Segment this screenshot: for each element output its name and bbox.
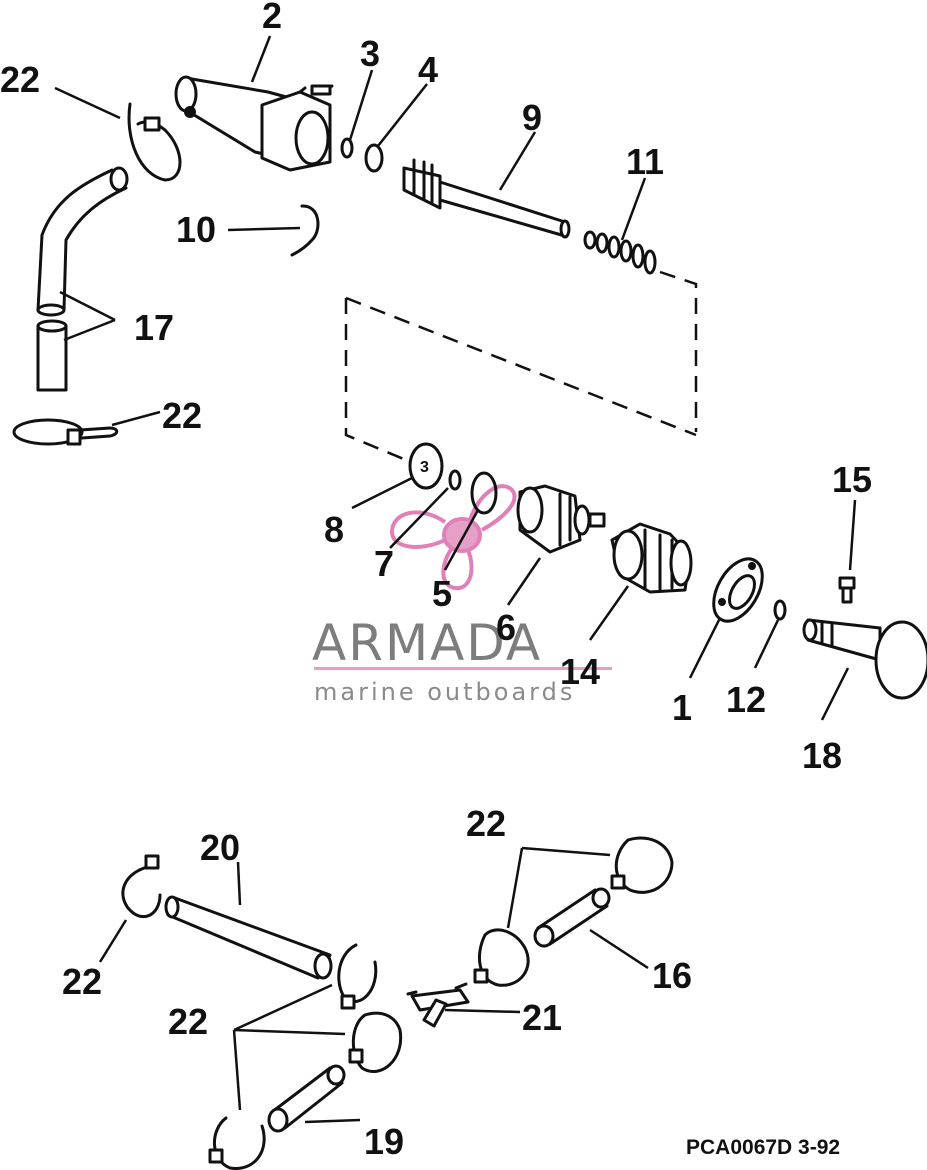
part-6-fitting <box>516 484 606 554</box>
part-22-clamp-c <box>348 1011 403 1074</box>
label-19: 19 <box>364 1121 404 1162</box>
part-11-spring <box>583 230 657 275</box>
label-22-left: 22 <box>62 961 102 1002</box>
drawing-reference: PCA0067D 3-92 <box>686 1136 840 1159</box>
brand-name: ARMADA <box>312 614 542 672</box>
part-16-hose <box>533 887 611 948</box>
label-22-right: 22 <box>466 803 506 844</box>
part-3-o-ring <box>340 137 354 159</box>
label-15: 15 <box>832 459 872 500</box>
label-22-bottom: 22 <box>168 1001 208 1042</box>
part-9-shaft <box>402 158 571 239</box>
label-14: 14 <box>560 651 600 692</box>
label-5: 5 <box>432 573 452 614</box>
label-22-mid: 22 <box>162 395 202 436</box>
leader-lines <box>54 35 857 1124</box>
part-15-screw <box>838 576 856 604</box>
label-17: 17 <box>134 307 174 348</box>
part-labels: 2 3 4 9 11 22 10 17 22 15 8 7 5 6 14 1 1… <box>0 0 872 1162</box>
label-9: 9 <box>522 97 542 138</box>
part-10-clip <box>290 204 320 257</box>
label-2: 2 <box>262 0 282 36</box>
part-8-washer: 3 <box>408 442 444 490</box>
label-7: 7 <box>374 543 394 584</box>
label-18: 18 <box>802 735 842 776</box>
brand-underline <box>314 667 612 670</box>
part-4-ring <box>364 143 384 173</box>
brand-tagline: marine outboards <box>314 678 575 706</box>
part-2-housing <box>174 75 334 172</box>
label-8: 8 <box>324 509 344 550</box>
part-17-hoses <box>36 166 129 392</box>
part-22-clamp-lower <box>12 418 119 446</box>
armada-watermark: ARMADA marine outboards <box>312 484 612 706</box>
part-14-nut <box>610 522 693 594</box>
part-22-clamp-b <box>337 943 378 1010</box>
part-18-knob <box>802 618 927 700</box>
label-21: 21 <box>522 997 562 1038</box>
label-3: 3 <box>360 33 380 74</box>
svg-text:3: 3 <box>420 459 429 476</box>
part-20-hose <box>164 895 333 980</box>
label-20: 20 <box>200 827 240 868</box>
part-7-o-ring <box>448 469 462 491</box>
label-22-top: 22 <box>0 59 40 100</box>
label-12: 12 <box>726 679 766 720</box>
part-1-flange <box>712 557 764 623</box>
part-5-ring <box>470 471 498 515</box>
part-22-clamp-e <box>473 928 530 987</box>
part-22-clamp-f <box>610 836 674 894</box>
part-19-hose <box>267 1064 346 1133</box>
label-10: 10 <box>176 209 216 250</box>
part-22-clamp-a <box>121 854 162 919</box>
label-6: 6 <box>496 607 516 648</box>
part-22-clamp-d <box>208 1116 266 1170</box>
label-16: 16 <box>652 955 692 996</box>
part-22-clamp-top <box>127 102 182 182</box>
label-1: 1 <box>672 687 692 728</box>
part-12-o-ring <box>773 599 787 621</box>
part-21-tee <box>406 982 470 1028</box>
label-4: 4 <box>418 49 438 90</box>
assembly-guide-lines <box>344 270 698 467</box>
label-11: 11 <box>626 141 664 182</box>
